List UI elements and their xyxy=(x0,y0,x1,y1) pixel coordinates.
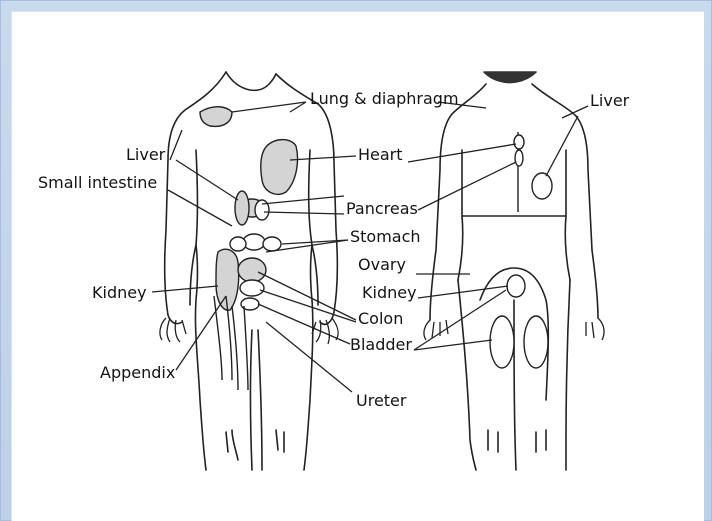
front-colon-shape xyxy=(238,258,266,282)
label-liver-back: Liver xyxy=(590,91,630,110)
label-heart: Heart xyxy=(358,145,403,164)
label-kidney-front: Kidney xyxy=(92,283,147,302)
label-small-intestine: Small intestine xyxy=(38,173,157,192)
label-pancreas: Pancreas xyxy=(346,199,418,218)
label-liver-front: Liver xyxy=(126,145,166,164)
back-liver-shape xyxy=(532,173,552,199)
label-lung-diaphragm: Lung & diaphragm xyxy=(310,89,459,108)
front-organs xyxy=(200,107,298,390)
label-bladder: Bladder xyxy=(350,335,412,354)
front-hands xyxy=(160,318,338,344)
back-bladder-left xyxy=(490,316,514,368)
label-kidney-back: Kidney xyxy=(362,283,417,302)
label-colon: Colon xyxy=(358,309,403,328)
label-appendix: Appendix xyxy=(100,363,175,382)
back-bladder-right xyxy=(524,316,548,368)
label-stomach: Stomach xyxy=(350,227,421,246)
front-kidney-shape xyxy=(216,249,239,310)
label-ovary: Ovary xyxy=(358,255,406,274)
label-ureter: Ureter xyxy=(356,391,407,410)
back-organs xyxy=(490,132,552,368)
front-lung-shape xyxy=(200,107,232,127)
back-heart-shape xyxy=(514,135,524,149)
back-body-outline xyxy=(430,72,598,470)
front-liver-shape xyxy=(261,140,298,195)
back-kidney-shape xyxy=(507,275,525,297)
